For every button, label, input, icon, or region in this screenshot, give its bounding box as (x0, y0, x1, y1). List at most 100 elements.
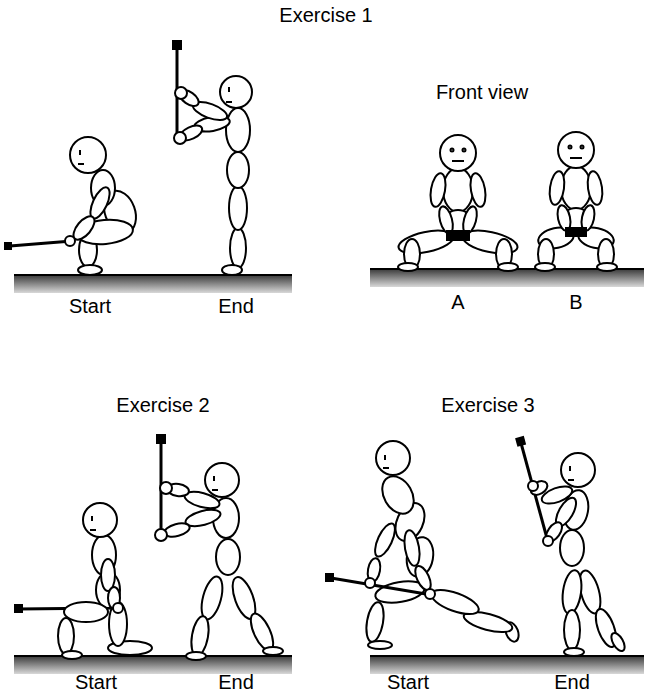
kneeling-figure (83, 503, 117, 537)
phase-label: End (554, 671, 590, 693)
panel-heading: Exercise 3 (441, 394, 534, 416)
lunge-figure (376, 471, 420, 520)
standing-figure (230, 228, 246, 268)
lunge-figure (384, 455, 386, 460)
lunge-figure (368, 641, 392, 649)
stepping-figure (155, 434, 283, 660)
squat-figure (78, 265, 102, 275)
rising-figure (528, 481, 538, 491)
wide-stance-figure (398, 263, 418, 271)
narrow-stance-figure (570, 157, 582, 159)
narrow-stance-figure (535, 132, 617, 271)
wide-stance-figure (443, 168, 473, 212)
ground-bar (14, 655, 292, 657)
standing-figure (222, 265, 242, 275)
wide-stance-figure (428, 172, 448, 208)
standing-figure (172, 40, 252, 275)
narrow-stance-figure (558, 132, 594, 168)
standing-figure (226, 101, 232, 103)
lunge-figure (383, 467, 389, 469)
wide-stance-figure (440, 135, 476, 171)
squat-figure (79, 150, 81, 155)
ground-bar (370, 655, 644, 657)
kneeling-figure (91, 516, 93, 521)
phase-label: Start (75, 671, 117, 693)
narrow-stance-figure (565, 227, 587, 237)
squat-figure (70, 137, 106, 173)
lunge-figure (371, 521, 399, 560)
rising-figure (609, 631, 628, 653)
narrow-stance-figure (535, 263, 555, 271)
lunge-figure (325, 441, 521, 649)
stepping-figure (216, 539, 240, 575)
lunge-figure (376, 441, 410, 475)
wide-stance-figure (397, 135, 520, 271)
stepping-figure (205, 463, 239, 497)
narrow-stance-figure (597, 263, 617, 271)
stepping-figure (212, 489, 218, 491)
lunge-figure (402, 529, 422, 567)
stepping-figure (186, 652, 206, 660)
squat-figure (4, 137, 142, 275)
standing-figure (174, 132, 186, 144)
ground-bar (14, 274, 292, 276)
rising-figure (543, 536, 553, 546)
rising-figure (569, 466, 571, 471)
standing-figure (228, 87, 230, 92)
narrow-stance-figure (581, 146, 584, 149)
rising-figure (564, 648, 584, 656)
squat-figure (4, 242, 12, 250)
rising-figure (561, 453, 595, 487)
rising-figure (568, 479, 574, 481)
standing-figure (172, 40, 182, 50)
rising-figure (564, 610, 580, 650)
panel-heading: Front view (436, 81, 528, 103)
standing-figure (175, 87, 187, 99)
wide-stance-figure (463, 149, 466, 152)
variant-label: B (569, 291, 582, 313)
narrow-stance-figure (569, 146, 572, 149)
wide-stance-figure (452, 160, 464, 162)
stepping-figure (213, 476, 215, 481)
lunge-figure (325, 573, 334, 582)
standing-figure (227, 152, 249, 188)
panel-heading: Exercise 2 (116, 394, 209, 416)
rising-figure (560, 569, 584, 615)
rising-figure (515, 436, 627, 656)
ground-bar (14, 269, 644, 674)
phase-label: End (218, 671, 254, 693)
stepping-figure (189, 615, 212, 657)
stepping-figure (263, 647, 283, 655)
wide-stance-figure (451, 149, 454, 152)
kneeling-figure (14, 503, 152, 659)
stepping-figure (198, 574, 227, 621)
lunge-figure (428, 585, 481, 619)
wide-stance-figure (468, 172, 488, 208)
kneeling-figure (113, 603, 123, 613)
phase-label: Start (387, 671, 429, 693)
narrow-stance-figure (548, 170, 567, 206)
kneeling-figure (62, 651, 82, 659)
kneeling-figure (90, 529, 96, 531)
variant-label: A (451, 291, 464, 313)
rising-figure (528, 478, 550, 497)
kneeling-figure (64, 602, 108, 622)
squat-figure (78, 163, 84, 165)
rising-figure (560, 530, 584, 566)
stepping-figure (155, 529, 167, 541)
kneeling-figure (14, 604, 23, 613)
phase-label: End (218, 295, 254, 317)
ground-bar (14, 275, 292, 293)
stepping-figure (160, 482, 172, 494)
narrow-stance-figure (586, 170, 605, 206)
phase-label: Start (69, 295, 111, 317)
panel-heading: Exercise 1 (279, 4, 372, 26)
lunge-figure (365, 578, 375, 588)
wide-stance-figure (446, 230, 470, 241)
narrow-stance-figure (561, 166, 591, 210)
lunge-figure (412, 564, 434, 593)
lunge-figure (425, 589, 435, 599)
standing-figure (226, 108, 250, 152)
squat-figure (10, 241, 72, 246)
